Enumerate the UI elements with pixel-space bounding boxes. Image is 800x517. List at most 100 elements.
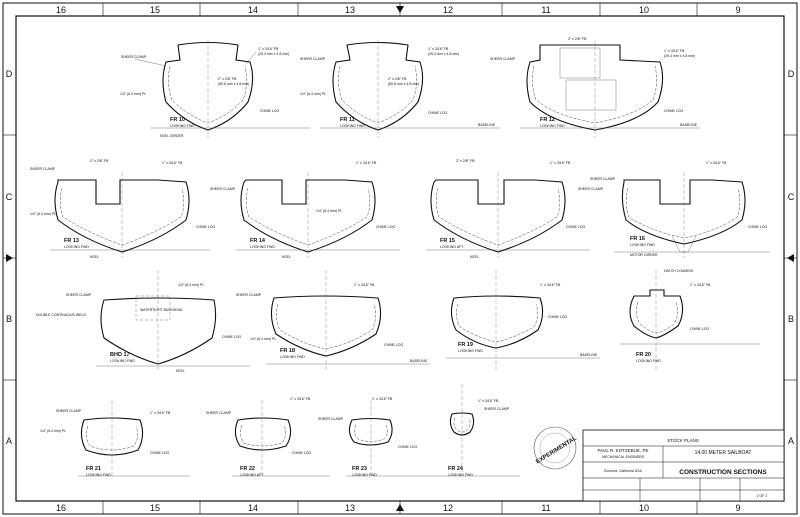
title-engineer-role: MECHANICAL ENGINEER <box>602 455 645 459</box>
column-label: 15 <box>150 503 160 513</box>
frame-sublabel: LOOKING FWD <box>540 124 565 128</box>
frame-label: FR 18 <box>280 348 295 354</box>
frame-sublabel: LOOKING FWD <box>110 359 135 363</box>
zone-ticks <box>3 3 797 514</box>
frame-sublabel: LOOKING FWD <box>448 473 473 477</box>
callout-fb: 1" x 3/16" FB <box>540 283 561 287</box>
callout-plate: 1/4" (6.4 mm) PL <box>316 209 342 213</box>
callout-fb: 1" x 3/16" FB <box>162 161 183 165</box>
section-fr14: FR 14 LOOKING FWD SHEER CLAMP 1" x 3/16"… <box>210 161 400 259</box>
row-label: A <box>6 436 12 446</box>
column-label: 9 <box>735 503 740 513</box>
callout-chine-log: CHINE LOG <box>398 445 418 449</box>
frame-label: FR 20 <box>636 352 651 358</box>
callout-fb: 2" x 2/8" FB <box>456 159 475 163</box>
callout-chine-log: CHINE LOG <box>376 225 396 229</box>
section-fr20: FR 20 LOOKING FWD HATCH COAMING 1" x 3/1… <box>620 269 760 372</box>
callout-keel: KEEL <box>282 255 291 259</box>
center-mark-top <box>396 6 404 13</box>
callout-sheer-clamp: SHEER CLAMP <box>484 407 510 411</box>
frame-label: FR 15 <box>440 238 455 244</box>
callout-plate: 1/4" (6.4 mm) PL <box>120 92 146 96</box>
column-label: 11 <box>541 5 550 15</box>
callout-chine-log: CHINE LOG <box>748 225 768 229</box>
callout-sheer-clamp: SHEER CLAMP <box>56 409 82 413</box>
callout-plate: 1/4" (6.4 mm) PL <box>250 337 276 341</box>
frame-sublabel: LOOKING FWD <box>340 124 365 128</box>
callout-fb: 1" x 3/16" FB <box>664 49 685 53</box>
callout-chine-log: CHINE LOG <box>196 225 216 229</box>
callout-hatch-coaming: HATCH COAMING <box>664 269 694 273</box>
column-label: 11 <box>541 503 550 513</box>
section-fr15: FR 15 LOOKING AFT SHEER CLAMP 1" x 3/16"… <box>426 159 604 259</box>
frame-sublabel: LOOKING FWD <box>280 355 305 359</box>
section-fr19: FR 19 LOOKING FWD 1" x 3/16" FB CHINE LO… <box>446 270 600 372</box>
callout-double-weld: DOUBLE CONTINUOUS WELD <box>36 313 86 317</box>
frame-sublabel: LOOKING FWD <box>64 245 89 249</box>
callout-fb: 1" x 3/16" FB <box>150 411 171 415</box>
row-label: A <box>788 436 794 446</box>
column-label: 13 <box>345 5 355 15</box>
frame-label: FR 21 <box>86 466 101 472</box>
section-fr24: FR 24 LOOKING FWD 1" x 3/16" FB SHEER CL… <box>440 384 520 477</box>
column-label: 12 <box>443 5 453 15</box>
column-label: 10 <box>639 503 649 513</box>
callout-chine-log: CHINE LOG <box>222 335 242 339</box>
column-label: 16 <box>56 503 66 513</box>
center-mark-bottom <box>396 504 404 511</box>
callout-chine-log: CHINE LOG <box>150 451 170 455</box>
section-fr21: FR 21 LOOKING FWD SHEER CLAMP 1" x 3/16"… <box>40 400 190 477</box>
callout-fb: 1" x 3/16" FB <box>372 397 393 401</box>
callout-sheer-clamp: SHEER CLAMP <box>490 57 516 61</box>
frame-label: FR 16 <box>630 236 645 242</box>
callout-fb: 1" x 3/16" FB <box>258 47 279 51</box>
callout-fb: 1" x 3/16" FB <box>356 161 377 165</box>
callout-plate: 1/4" (6.4 mm) PL <box>40 429 66 433</box>
title-drawing-title: CONSTRUCTION SECTIONS <box>679 469 767 476</box>
section-fr10: FR 10 LOOKING FWD SHEER CLAMP 1" x 3/16"… <box>120 40 310 138</box>
frame-sublabel: LOOKING FWD <box>250 245 275 249</box>
center-mark-left <box>6 254 13 262</box>
callout-fb-mm: (50.8 mm x 4.8 mm) <box>388 82 419 86</box>
callout-motor-girder: MOTOR GIRDER <box>630 253 658 257</box>
title-sheet: 2 OF 2 <box>757 494 768 498</box>
callout-fb-mm: (50.8 mm x 4.8 mm) <box>218 82 249 86</box>
callout-sheer-clamp: SHEER CLAMP <box>236 293 262 297</box>
callout-keel: KEEL <box>176 369 185 373</box>
callout-keel: KEEL <box>90 255 99 259</box>
callout-chine-log: CHINE LOG <box>548 315 568 319</box>
callout-sheer-clamp: SHEER CLAMP <box>210 187 236 191</box>
callout-keel-girder: KEEL GIRDER <box>160 134 184 138</box>
callout-fb: 2" x 2/8" FB <box>388 77 407 81</box>
callout-sheer-clamp: SHEER CLAMP <box>121 55 147 59</box>
section-bhd17: BHD 17 LOOKING FWD SHEER CLAMP DOUBLE CO… <box>36 270 250 373</box>
frame-label: FR 13 <box>64 238 79 244</box>
frame-sublabel: LOOKING AFT <box>240 473 264 477</box>
frame-sublabel: LOOKING FWD <box>86 473 111 477</box>
callout-chine-log: CHINE LOG <box>428 111 448 115</box>
column-label: 13 <box>345 503 355 513</box>
frame-sublabel: LOOKING FWD <box>352 473 377 477</box>
frame-sublabel: LOOKING FWD <box>630 243 655 247</box>
row-label: C <box>6 192 13 202</box>
callout-chine-log: CHINE LOG <box>566 225 586 229</box>
callout-keel: KEEL <box>470 255 479 259</box>
callout-chine-log: CHINE LOG <box>260 109 280 113</box>
row-label: D <box>788 69 795 79</box>
column-label: 12 <box>443 503 453 513</box>
callout-plate: 1/4" (6.4 mm) PL <box>178 283 204 287</box>
callout-fb-mm: (25.4 mm x 4.8 mm) <box>428 52 459 56</box>
center-mark-right <box>787 254 794 262</box>
frame-sublabel: LOOKING FWD <box>458 349 483 353</box>
callout-sheer-clamp: SHEER CLAMP <box>30 167 56 171</box>
frame-sublabel: LOOKING FWD <box>636 359 661 363</box>
frame-sublabel: LOOKING FWD <box>170 124 195 128</box>
callout-sheer-clamp: SHEER CLAMP <box>590 177 616 181</box>
column-label: 14 <box>248 503 258 513</box>
row-label: C <box>788 192 795 202</box>
frame-label: FR 24 <box>448 466 464 472</box>
callout-baseline: BASELINE <box>478 123 496 127</box>
callout-fb-mm: (25.4 mm x 4.8 mm) <box>664 54 695 58</box>
frame-label: FR 12 <box>540 117 555 123</box>
